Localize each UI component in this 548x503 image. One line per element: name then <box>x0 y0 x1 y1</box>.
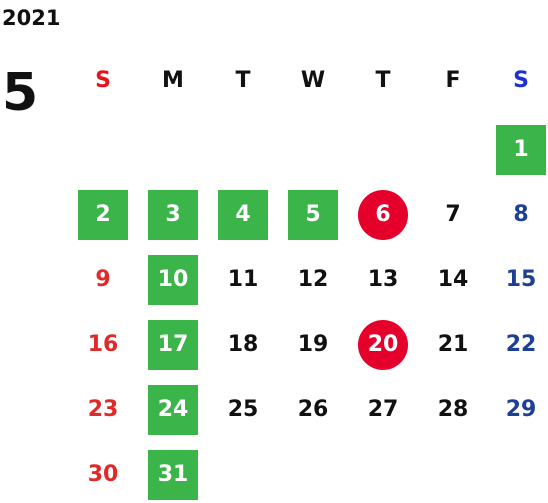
day-cell-24[interactable]: 24 <box>148 385 198 435</box>
day-cell-17[interactable]: 17 <box>148 320 198 370</box>
day-cell-30[interactable]: 30 <box>87 462 119 487</box>
day-cell-25[interactable]: 25 <box>227 397 259 422</box>
day-cell-18[interactable]: 18 <box>227 332 259 357</box>
day-cell-16[interactable]: 16 <box>87 332 119 357</box>
calendar-month: 5 <box>2 63 39 123</box>
day-cell-1[interactable]: 1 <box>496 125 546 175</box>
day-cell-29[interactable]: 29 <box>505 397 537 422</box>
weekday-wednesday: W <box>300 68 326 93</box>
day-cell-11[interactable]: 11 <box>227 267 259 292</box>
calendar-year: 2021 <box>2 6 61 30</box>
day-cell-5[interactable]: 5 <box>288 190 338 240</box>
weekday-friday: F <box>445 68 461 93</box>
weekday-saturday: S <box>513 68 529 93</box>
day-cell-9[interactable]: 9 <box>95 267 111 292</box>
day-cell-4[interactable]: 4 <box>218 190 268 240</box>
weekday-tuesday: T <box>235 68 251 93</box>
day-cell-7[interactable]: 7 <box>445 202 461 227</box>
day-cell-27[interactable]: 27 <box>367 397 399 422</box>
day-cell-2[interactable]: 2 <box>78 190 128 240</box>
day-cell-14[interactable]: 14 <box>437 267 469 292</box>
weekday-sunday: S <box>95 68 111 93</box>
day-cell-15[interactable]: 15 <box>505 267 537 292</box>
day-cell-21[interactable]: 21 <box>437 332 469 357</box>
weekday-monday: M <box>162 68 184 93</box>
day-cell-12[interactable]: 12 <box>297 267 329 292</box>
day-cell-26[interactable]: 26 <box>297 397 329 422</box>
day-cell-13[interactable]: 13 <box>367 267 399 292</box>
day-cell-20[interactable]: 20 <box>358 320 408 370</box>
day-cell-22[interactable]: 22 <box>505 332 537 357</box>
day-cell-8[interactable]: 8 <box>513 202 529 227</box>
weekday-thursday: T <box>375 68 391 93</box>
day-cell-10[interactable]: 10 <box>148 255 198 305</box>
day-cell-3[interactable]: 3 <box>148 190 198 240</box>
day-cell-6[interactable]: 6 <box>358 190 408 240</box>
day-cell-19[interactable]: 19 <box>297 332 329 357</box>
day-cell-31[interactable]: 31 <box>148 450 198 500</box>
day-cell-23[interactable]: 23 <box>87 397 119 422</box>
day-cell-28[interactable]: 28 <box>437 397 469 422</box>
